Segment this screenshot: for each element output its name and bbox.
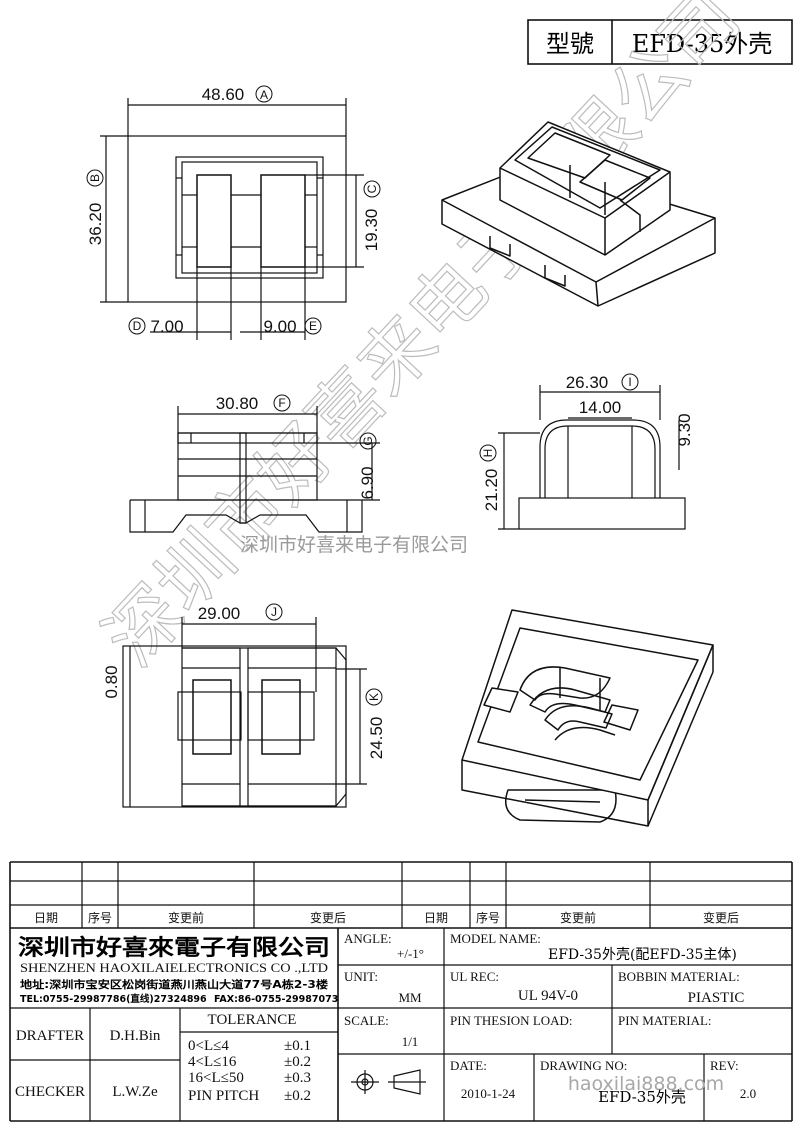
dim-side-value: 0.80 (102, 665, 121, 698)
top-view (100, 98, 364, 340)
dim-c-tag: C (365, 184, 379, 193)
revision-table (9, 861, 793, 1121)
dim-i-value: 26.30 (566, 373, 609, 392)
dim-b-value: 36.20 (86, 203, 105, 246)
dim-a-value: 48.60 (202, 85, 245, 104)
dim-d-tag: D (133, 319, 142, 333)
checker-name: L.W.Ze (112, 1084, 158, 1100)
dim-i-marker (621, 373, 639, 391)
iso-view-bottom (461, 609, 714, 827)
dim-b-tag: B (88, 174, 102, 182)
bottom-view (122, 617, 367, 808)
rev-value: 2.0 (740, 1086, 756, 1101)
rev-header-before-1: 变更前 (168, 910, 204, 925)
dim-e-tag: E (309, 319, 317, 333)
dim-h-tag: H (481, 449, 495, 458)
watermark-center: 深圳市好喜来电子有限公司 (240, 534, 468, 556)
ul-label: UL REC: (450, 969, 499, 984)
tolerance-label: TOLERANCE (208, 1012, 297, 1028)
dim-e-marker (304, 317, 322, 335)
dim-e-value: 9.00 (263, 317, 296, 336)
watermark: 深圳市好喜来电子有限公司 深圳市好喜来电子有限公司 (88, 0, 758, 683)
front-view (129, 406, 380, 533)
dim-i-height: 9.30 (675, 413, 694, 446)
company-fax: FAX:86-0755-29987073 (214, 994, 338, 1005)
bobbin-label: BOBBIN MATERIAL: (618, 969, 740, 984)
bobbin-value: PIASTIC (688, 990, 745, 1006)
drawing-value: EFD-35外壳 (598, 1088, 686, 1106)
scale-label: SCALE: (344, 1013, 389, 1028)
company-name-en: SHENZHEN HAOXILAIELECTRONICS CO .,LTD (20, 960, 328, 975)
dim-f-tag: F (278, 396, 285, 410)
rev-header-no-2: 序号 (476, 910, 500, 925)
dim-c-marker (363, 180, 381, 198)
tol-range-4: PIN PITCH (188, 1088, 259, 1104)
angle-value: +/-1° (397, 946, 424, 961)
tol-range-1: 0<L≤4 (188, 1038, 229, 1054)
drafter-name: D.H.Bin (110, 1028, 161, 1044)
checker-label: CHECKER (15, 1084, 85, 1100)
tol-value-3: ±0.3 (284, 1070, 311, 1086)
dim-i-tag: I (628, 375, 631, 389)
dim-b-marker (86, 169, 104, 187)
dim-g-value: 6.90 (358, 466, 377, 499)
drawing-site-watermark: haoxilai888.com (568, 1073, 724, 1095)
rev-header-no-1: 序号 (88, 910, 112, 925)
rev-label: REV: (710, 1058, 739, 1073)
projection-symbol-icon (351, 1069, 426, 1095)
dim-f-value: 30.80 (216, 394, 259, 413)
unit-value: MM (398, 990, 422, 1005)
rev-header-date-2: 日期 (424, 911, 448, 925)
scale-value: 1/1 (402, 1034, 419, 1049)
dim-g-marker (359, 432, 377, 450)
side-view (498, 385, 686, 530)
pin-load-label: PIN THESION LOAD: (450, 1013, 573, 1028)
dim-i-inner: 14.00 (579, 398, 622, 417)
header-model: EFD-35外壳 (632, 30, 773, 58)
dim-k-value: 24.50 (367, 717, 386, 760)
dim-c-value: 19.30 (362, 209, 381, 252)
dim-h-value: 21.20 (482, 469, 501, 512)
angle-label: ANGLE: (344, 931, 392, 946)
iso-view-top (441, 121, 716, 307)
dim-a-tag: A (260, 88, 268, 102)
header-label: 型號 (546, 30, 594, 58)
tol-value-2: ±0.2 (284, 1054, 311, 1070)
company-tel: TEL:0755-29987786(直线)27324896 (20, 993, 207, 1005)
tol-value-1: ±0.1 (284, 1038, 311, 1054)
drafter-label: DRAFTER (16, 1028, 84, 1044)
dim-h-marker (479, 444, 497, 462)
pin-material-label: PIN MATERIAL: (618, 1013, 712, 1028)
dim-d-value: 7.00 (150, 317, 183, 336)
dim-k-marker (365, 688, 383, 706)
tol-value-4: ±0.2 (284, 1088, 311, 1104)
title-block-grid (10, 928, 792, 1122)
dim-j-value: 29.00 (198, 604, 241, 623)
rev-header-after-1: 变更后 (310, 910, 346, 925)
rev-header-before-2: 变更前 (560, 910, 596, 925)
ul-value: UL 94V-0 (518, 988, 578, 1004)
tol-range-2: 4<L≤16 (188, 1054, 237, 1070)
company-name-cn: 深圳市好喜來電子有限公司 (18, 935, 330, 961)
date-value: 2010-1-24 (461, 1086, 516, 1101)
company-address: 地址:深圳市宝安区松岗街道燕川燕山大道77号A栋2-3楼 (20, 978, 329, 991)
dim-k-tag: K (367, 693, 381, 701)
dim-d-marker (128, 317, 146, 335)
model-value: EFD-35外壳(配EFD-35主体) (548, 946, 737, 963)
dim-f-marker (273, 394, 291, 412)
model-label: MODEL NAME: (450, 931, 541, 946)
dim-j-marker (265, 603, 283, 621)
dim-j-tag: J (271, 605, 277, 619)
header-box (527, 19, 793, 65)
drawing-label: DRAWING NO: (540, 1058, 627, 1073)
tol-range-3: 16<L≤50 (188, 1070, 244, 1086)
dim-g-tag: G (361, 436, 375, 445)
rev-header-after-2: 变更后 (703, 910, 739, 925)
dim-a-marker (255, 85, 273, 103)
date-label: DATE: (450, 1058, 487, 1073)
watermark-diagonal: 深圳市好喜来电子有限公司 (88, 0, 757, 682)
unit-label: UNIT: (344, 969, 378, 984)
rev-header-date-1: 日期 (34, 911, 58, 925)
